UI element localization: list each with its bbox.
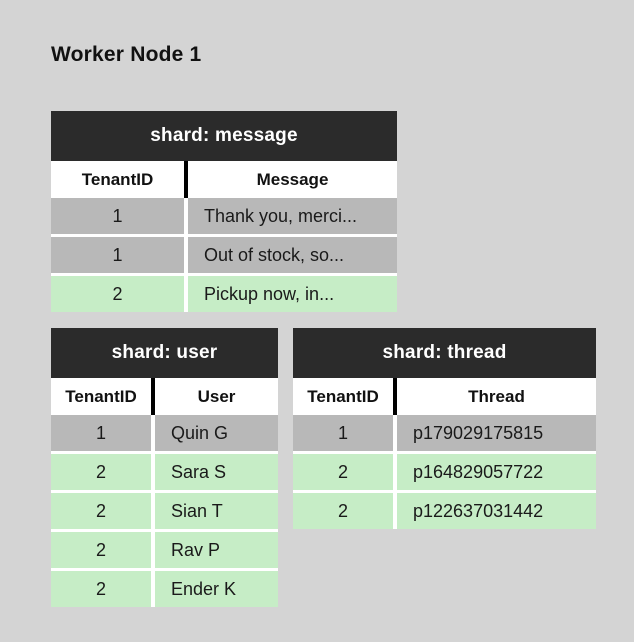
message-cell: Out of stock, so...: [188, 237, 397, 273]
column-divider: [393, 378, 397, 415]
shard-message-body: 1 Thank you, merci... 1 Out of stock, so…: [51, 198, 397, 312]
shard-thread-header-row: TenantID Thread: [293, 378, 596, 415]
table-row: 2 p122637031442: [293, 493, 596, 529]
user-cell: Rav P: [155, 532, 278, 568]
table-row: 2 Ender K: [51, 571, 278, 607]
tenant-id-cell: 2: [293, 454, 393, 490]
table-row: 1 Out of stock, so...: [51, 237, 397, 273]
user-cell: Sian T: [155, 493, 278, 529]
column-header-message: Message: [256, 169, 329, 189]
table-row: 2 Sian T: [51, 493, 278, 529]
tenant-id-cell: 2: [51, 454, 151, 490]
column-divider: [151, 378, 155, 415]
message-cell: Pickup now, in...: [188, 276, 397, 312]
shard-user-title-bar: shard: user: [51, 328, 278, 378]
shard-message-title-bar: shard: message: [51, 111, 397, 161]
column-divider: [184, 161, 188, 198]
tenant-id-cell: 2: [293, 493, 393, 529]
user-cell: Sara S: [155, 454, 278, 490]
message-cell: Thank you, merci...: [188, 198, 397, 234]
column-header-tenantid: TenantID: [81, 169, 154, 189]
shard-thread-body: 1 p179029175815 2 p164829057722 2 p12263…: [293, 415, 596, 529]
user-cell: Quin G: [155, 415, 278, 451]
thread-cell: p122637031442: [397, 493, 596, 529]
table-row: 1 Thank you, merci...: [51, 198, 397, 234]
tenant-id-cell: 2: [51, 493, 151, 529]
shard-user-body: 1 Quin G 2 Sara S 2 Sian T 2 Rav P 2 End…: [51, 415, 278, 607]
table-row: 2 Rav P: [51, 532, 278, 568]
shard-table-thread: shard: thread TenantID Thread 1 p1790291…: [293, 328, 596, 529]
page-title: Worker Node 1: [51, 43, 202, 66]
shard-user-header-row: TenantID User: [51, 378, 278, 415]
thread-cell: p179029175815: [397, 415, 596, 451]
column-header-tenantid: TenantID: [65, 386, 137, 406]
table-row: 1 p179029175815: [293, 415, 596, 451]
tenant-id-cell: 2: [51, 276, 184, 312]
shard-message-header-row: TenantID Message: [51, 161, 397, 198]
shard-table-user: shard: user TenantID User 1 Quin G 2 Sar…: [51, 328, 278, 607]
shard-table-message: shard: message TenantID Message 1 Thank …: [51, 111, 397, 312]
tenant-id-cell: 1: [51, 198, 184, 234]
thread-cell: p164829057722: [397, 454, 596, 490]
table-row: 2 p164829057722: [293, 454, 596, 490]
user-cell: Ender K: [155, 571, 278, 607]
tenant-id-cell: 1: [293, 415, 393, 451]
tenant-id-cell: 2: [51, 532, 151, 568]
table-row: 2 Sara S: [51, 454, 278, 490]
column-header-thread: Thread: [468, 386, 525, 406]
shard-thread-title-bar: shard: thread: [293, 328, 596, 378]
tenant-id-cell: 1: [51, 237, 184, 273]
column-header-tenantid: TenantID: [307, 386, 379, 406]
tenant-id-cell: 1: [51, 415, 151, 451]
tenant-id-cell: 2: [51, 571, 151, 607]
table-row: 1 Quin G: [51, 415, 278, 451]
column-header-user: User: [197, 386, 236, 406]
table-row: 2 Pickup now, in...: [51, 276, 397, 312]
